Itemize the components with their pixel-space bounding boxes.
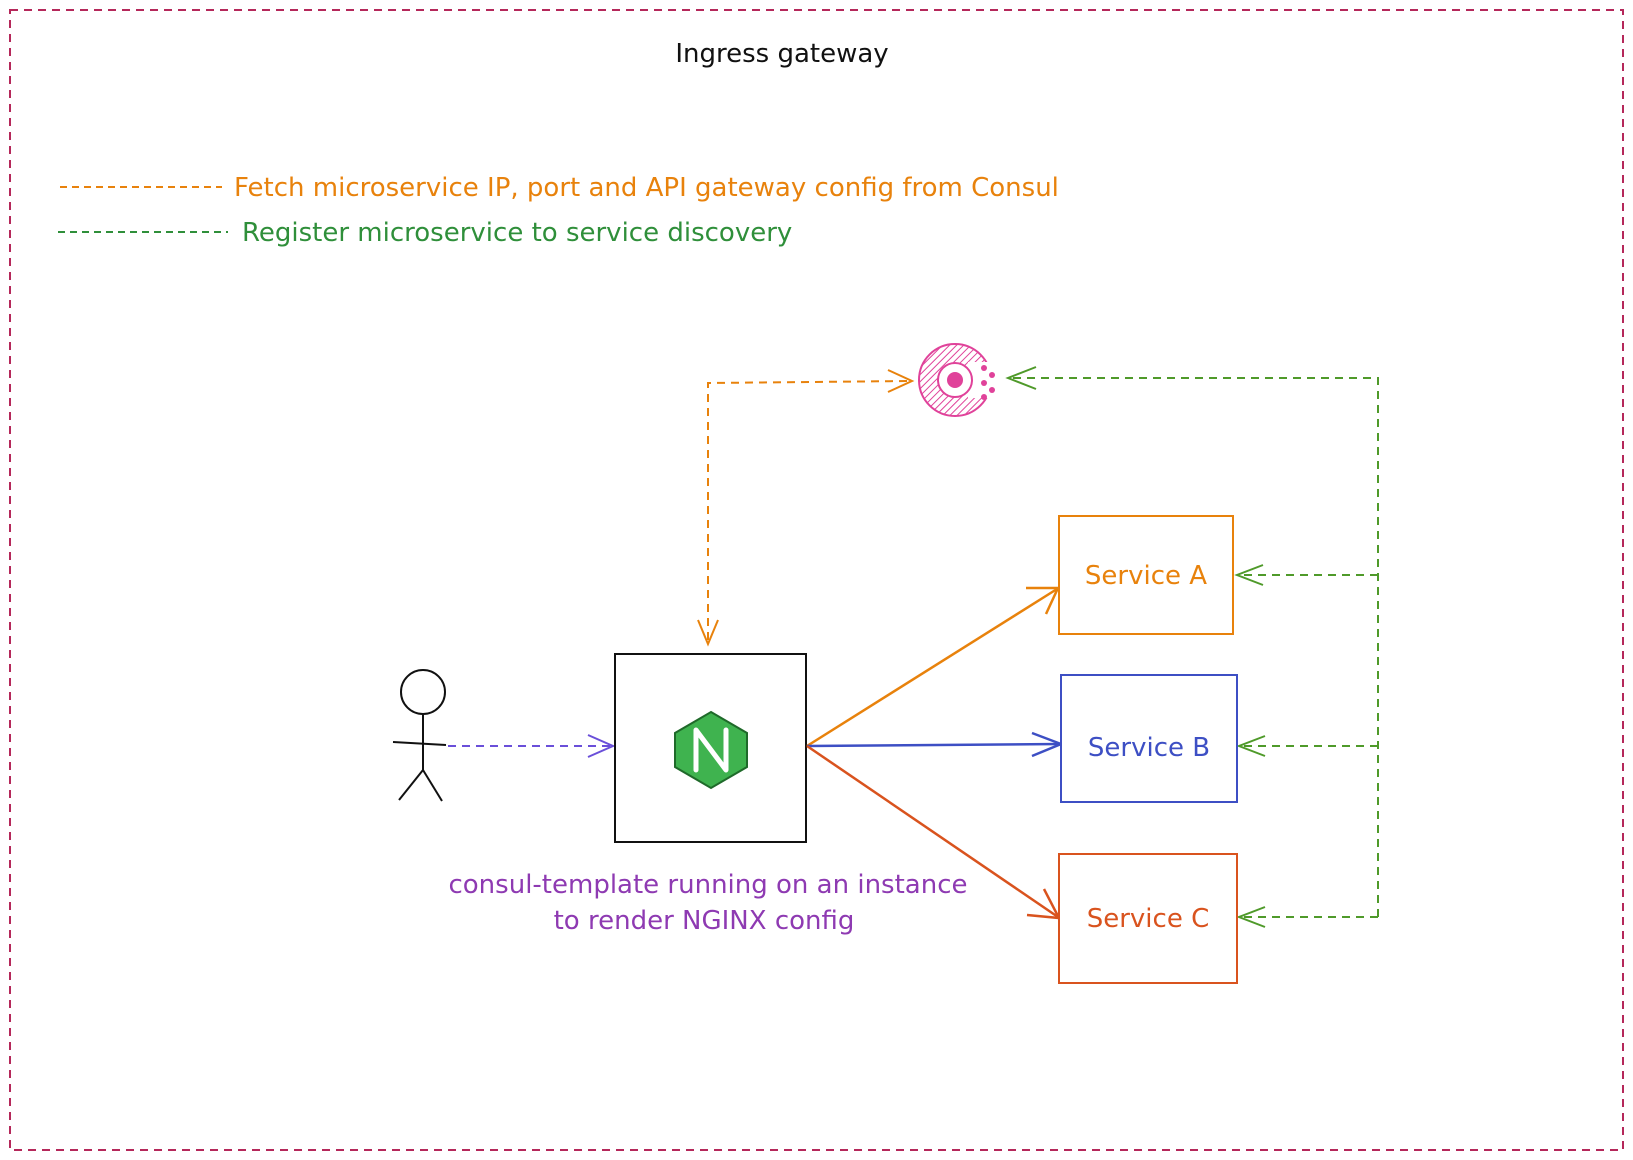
register-arrows [1005, 366, 1379, 928]
caption-line-1: consul-template running on an instance [448, 870, 967, 900]
service-a-box: Service A [1058, 515, 1234, 635]
route-arrows [806, 586, 1065, 920]
legend-register-label: Register microservice to service discove… [242, 218, 792, 248]
service-a-label: Service A [1085, 561, 1207, 591]
service-c-box: Service C [1058, 853, 1238, 984]
diagram-title: Ingress gateway [675, 39, 888, 69]
legend-fetch-label: Fetch microservice IP, port and API gate… [234, 173, 1059, 203]
fetch-config-arrow [697, 369, 915, 647]
nginx-caption: consul-template running on an instance t… [448, 870, 967, 936]
nginx-instance [614, 653, 807, 843]
user-request-arrow [448, 734, 616, 758]
caption-line-2: to render NGINX config [554, 906, 855, 936]
service-c-label: Service C [1087, 904, 1210, 934]
gateway-boundary [9, 9, 1624, 1151]
nginx-logo-icon [674, 710, 748, 790]
service-b-box: Service B [1060, 674, 1238, 803]
legend: Fetch microservice IP, port and API gate… [58, 173, 1059, 248]
service-b-label: Service B [1088, 733, 1210, 763]
stick-figure-icon [392, 669, 447, 802]
consul-logo-icon [918, 343, 995, 417]
